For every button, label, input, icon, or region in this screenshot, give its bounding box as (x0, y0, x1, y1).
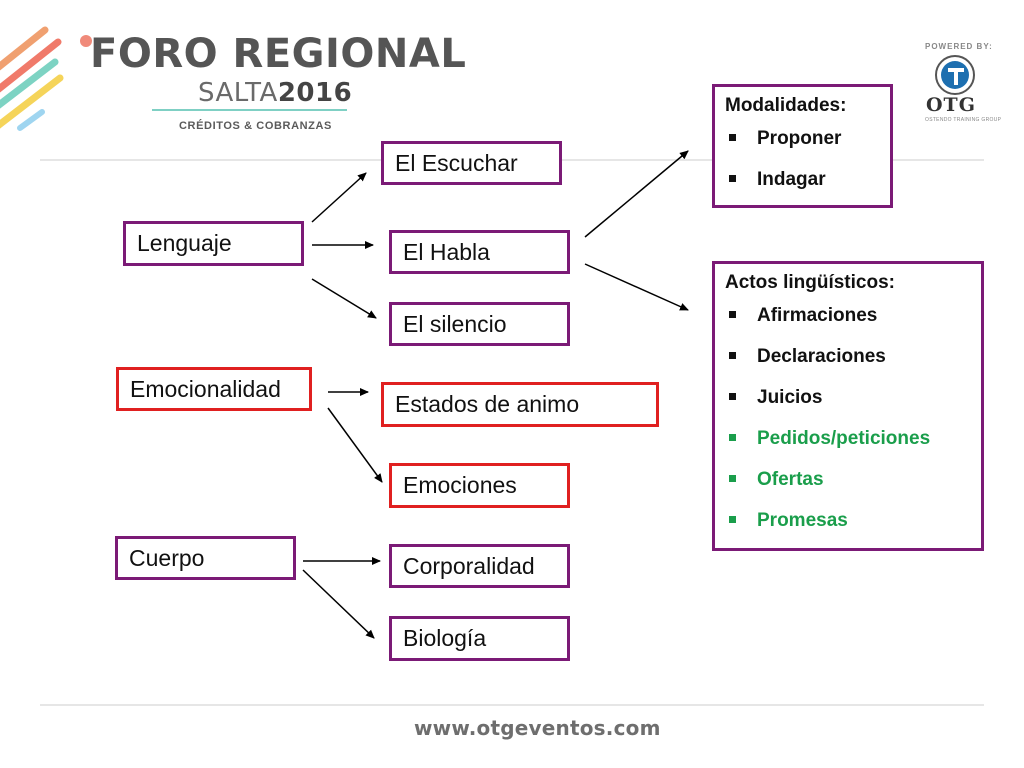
box-estados-de-animo: Estados de animo (381, 382, 659, 427)
flower-icon (80, 35, 92, 47)
event-title: FORO REGIONAL (90, 31, 467, 77)
box-emocionalidad: Emocionalidad (116, 367, 312, 411)
list-item: Indagar (725, 169, 890, 210)
box-el-habla: El Habla (389, 230, 570, 274)
arrow-cuerpo-biologia (302, 569, 375, 639)
actos-heading: Actos lingüísticos: (725, 272, 895, 293)
box-corporalidad: Corporalidad (389, 544, 570, 588)
powered-by-label: POWERED BY: (925, 42, 993, 51)
brand-name: OTG (926, 94, 976, 116)
list-item: Promesas (725, 510, 981, 551)
panel-modalidades: Modalidades: Proponer Indagar (712, 84, 893, 208)
panel-actos-linguisticos: Actos lingüísticos: Afirmaciones Declara… (712, 261, 984, 551)
box-el-escuchar: El Escuchar (381, 141, 562, 185)
list-item: Juicios (725, 387, 981, 428)
arrow-emocionalidad-emociones (327, 407, 383, 483)
subtitle-underline (152, 109, 347, 111)
arrow-lenguaje-escuchar (311, 172, 367, 223)
box-cuerpo: Cuerpo (115, 536, 296, 580)
event-subtitle: SALTA2016 (198, 78, 353, 108)
decorative-stripes (0, 26, 64, 131)
brand-subtitle: OSTENDO TRAINING GROUP (925, 117, 1002, 123)
list-item: Afirmaciones (725, 305, 981, 346)
event-tagline: CRÉDITOS & COBRANZAS (179, 120, 332, 132)
modalidades-heading: Modalidades: (725, 95, 847, 116)
arrow-lenguaje-silencio (311, 278, 377, 319)
box-el-silencio: El silencio (389, 302, 570, 346)
list-item: Declaraciones (725, 346, 981, 387)
list-item: Pedidos/peticiones (725, 428, 981, 469)
otg-logo-icon (935, 55, 975, 95)
arrow-habla-modalidades (584, 150, 689, 238)
box-biologia: Biología (389, 616, 570, 661)
bottom-divider (40, 704, 984, 706)
box-lenguaje: Lenguaje (123, 221, 304, 266)
box-emociones: Emociones (389, 463, 570, 508)
arrow-habla-actos (584, 263, 689, 311)
list-item: Ofertas (725, 469, 981, 510)
list-item: Proponer (725, 128, 890, 169)
footer-url: www.otgeventos.com (414, 716, 661, 740)
